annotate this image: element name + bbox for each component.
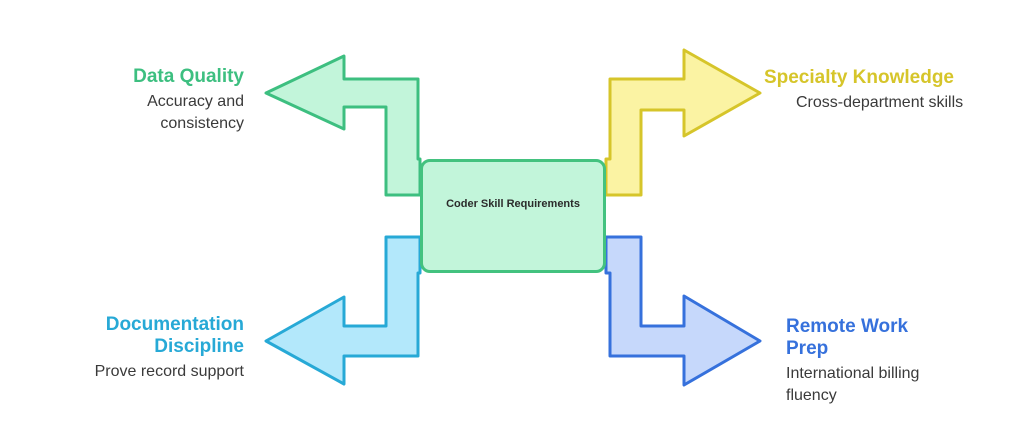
center-node: Coder Skill Requirements xyxy=(420,159,606,273)
branch-description: Accuracy and consistency xyxy=(147,93,244,132)
branch-title: Remote Work Prep xyxy=(786,316,909,359)
branch-documentation-discipline: Documentation Discipline Prove record su… xyxy=(4,314,244,383)
arrow-specialty-knowledge xyxy=(604,48,762,197)
branch-description: Prove record support xyxy=(94,363,244,380)
arrow-remote-work-prep xyxy=(604,235,762,387)
arrow-data-quality xyxy=(264,54,422,197)
branch-description: Cross-department skills xyxy=(796,94,964,111)
branch-description: International billing fluency xyxy=(786,365,920,404)
branch-remote-work-prep: Remote Work Prep International billing f… xyxy=(786,316,996,407)
branch-specialty-knowledge: Specialty Knowledge Cross-department ski… xyxy=(756,67,996,114)
branch-title: Specialty Knowledge xyxy=(763,67,954,88)
center-title: Coder Skill Requirements xyxy=(446,198,580,210)
branch-title: Data Quality xyxy=(133,66,244,87)
arrow-documentation-discipline xyxy=(264,235,422,386)
branch-title: Documentation Discipline xyxy=(105,314,244,357)
branch-data-quality: Data Quality Accuracy and consistency xyxy=(4,66,244,135)
